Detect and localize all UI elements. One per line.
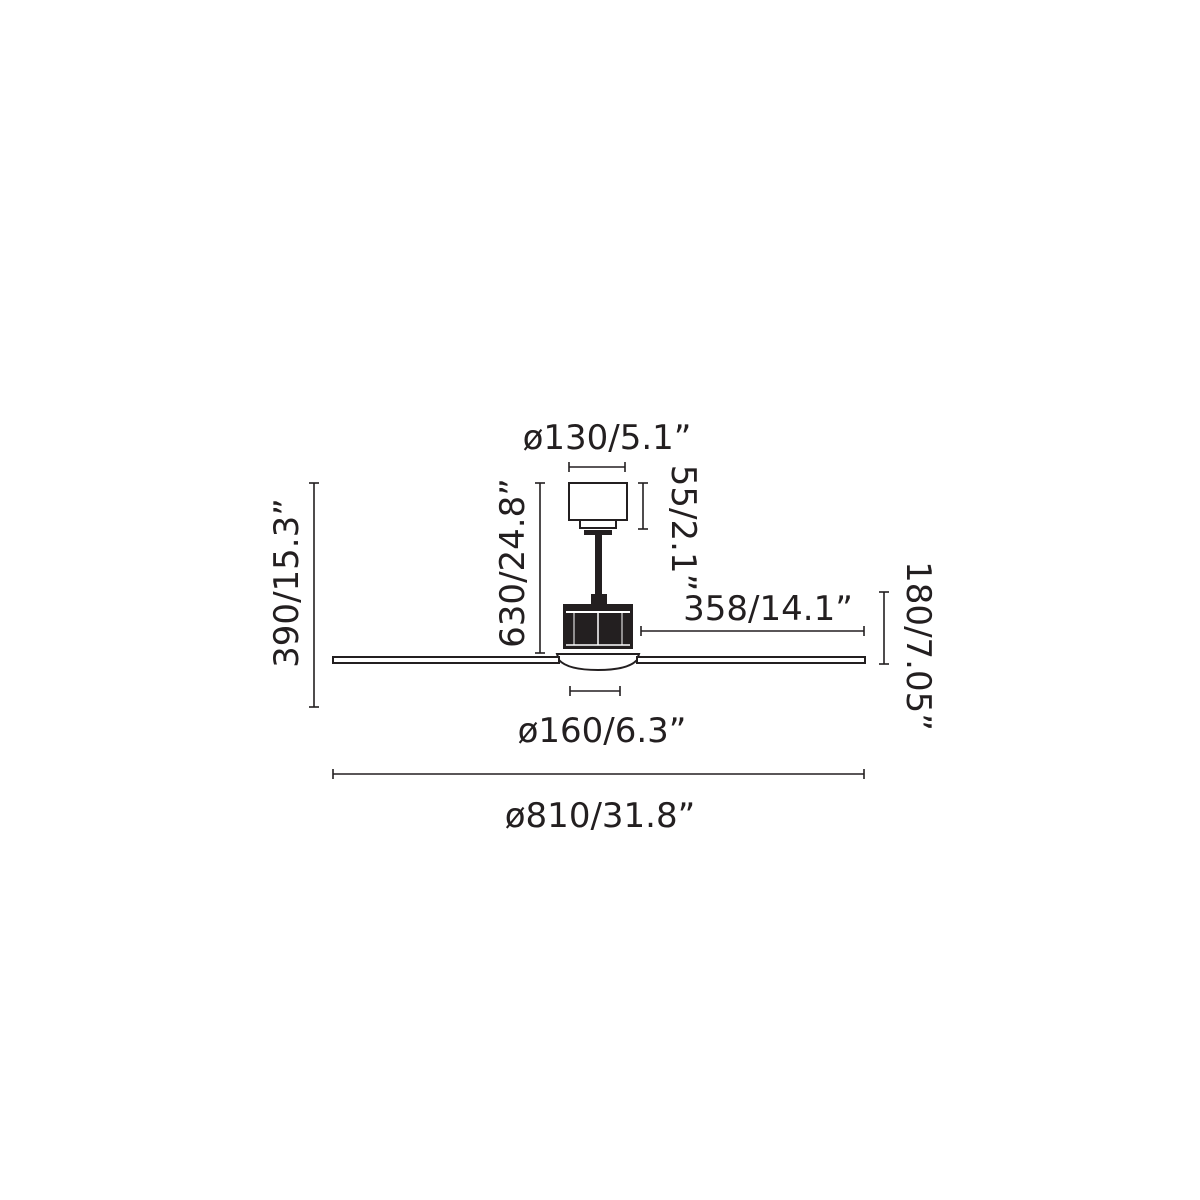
downrod-top-coupling [584, 530, 612, 535]
dimension-labels: ø130/5.1” 630/24.8” 390/15.3” 55/2.1” 35… [267, 418, 938, 836]
fan-height-label: 390/15.3” [267, 498, 307, 668]
total-height-label: 630/24.8” [493, 478, 533, 648]
canopy-collar [579, 519, 617, 529]
downrod-bottom-coupling [591, 594, 607, 605]
blade-hub [555, 653, 641, 672]
canopy-diameter-label: ø130/5.1” [523, 418, 692, 458]
fan-drawing [332, 482, 866, 672]
canopy [568, 482, 628, 521]
blade-left [332, 656, 560, 664]
downrod [595, 535, 602, 595]
blade-right [636, 656, 866, 664]
motor-diameter-label: ø160/6.3” [518, 711, 687, 751]
canopy-height-label: 55/2.1” [663, 465, 703, 591]
ceiling-clearance-label: 180/7.05” [898, 561, 938, 731]
overall-diameter-label: ø810/31.8” [505, 796, 695, 836]
blade-length-label: 358/14.1” [683, 589, 853, 629]
dimension-lines [309, 462, 889, 779]
